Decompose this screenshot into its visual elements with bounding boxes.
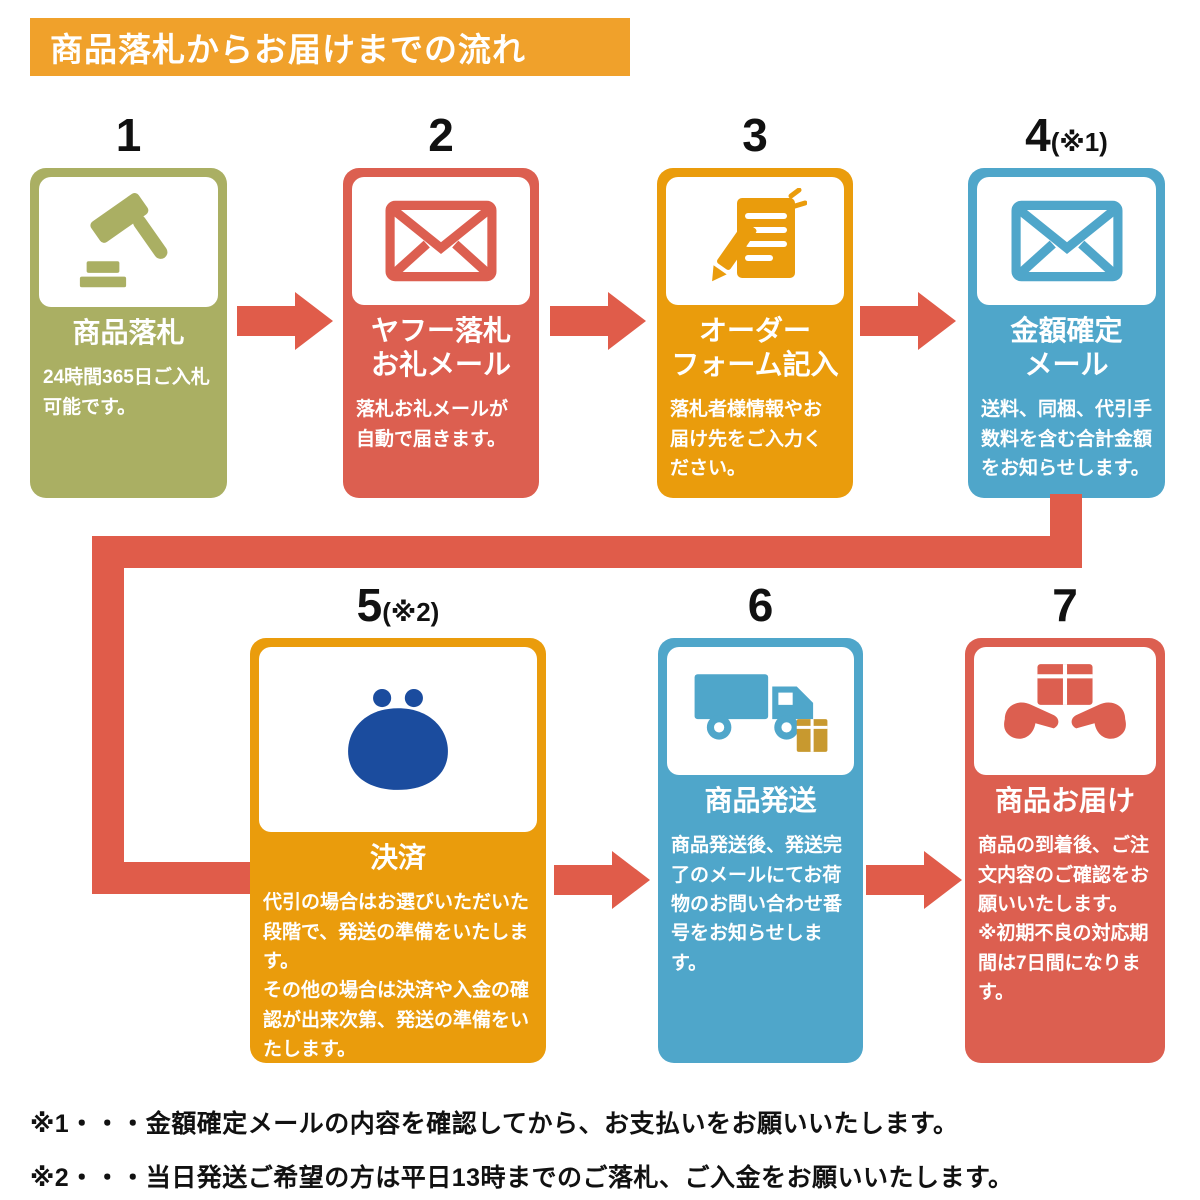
step-7-icon-panel: [974, 647, 1156, 775]
step-7-title: 商品お届け: [994, 785, 1135, 816]
step-5-card: 決済 代引の場合はお選びいただいた段階で、発送の準備をいたします。 その他の場合…: [250, 638, 546, 1063]
right-arrow-icon: [866, 851, 962, 909]
right-arrow-icon: [860, 292, 956, 350]
step-3: 3: [657, 106, 853, 498]
arrow-step5-step6: [554, 851, 650, 914]
step-5-number: 5(※2): [250, 576, 546, 638]
step-4-number-text: 4: [1025, 109, 1051, 161]
step-1-title: 商品落札: [72, 317, 185, 348]
step-4-desc: 送料、同梱、代引手数料を含む合計金額をお知らせします。: [981, 399, 1153, 480]
step-1-card: 商品落札 24時間365日ご入札可能です。: [30, 168, 227, 498]
step-2: 2 ヤフー落札 お礼メール 落札お礼メールが自動で届きます。: [343, 106, 539, 498]
step-7-number: 7: [965, 576, 1165, 638]
connector-left-down: [92, 536, 124, 894]
step-2-icon-panel: [352, 177, 530, 305]
step-5-title: 決済: [369, 842, 426, 873]
step-1-number: 1: [30, 106, 227, 168]
step-5-desc: 代引の場合はお選びいただいた段階で、発送の準備をいたします。 その他の場合は決済…: [263, 892, 530, 1061]
coin-purse-icon: [348, 688, 448, 790]
step-4: 4(※1) 金額確定 メール 送料、同梱、代引手数料を含む合計金額をお知らせしま…: [968, 106, 1165, 498]
order-form-icon: [712, 188, 807, 282]
step-3-title: オーダー フォーム記入: [671, 315, 839, 381]
step-3-card: オーダー フォーム記入 落札者様情報やお届け先をご入力ください。: [657, 168, 853, 498]
step-5-number-text: 5: [356, 579, 383, 631]
step-2-number-text: 2: [428, 109, 454, 161]
step-2-desc: 落札お礼メールが自動で届きます。: [356, 399, 509, 450]
arrow-step3-step4: [860, 292, 956, 355]
connector-across: [92, 536, 1082, 568]
step-3-number: 3: [657, 106, 853, 168]
step-4-number: 4(※1): [968, 106, 1165, 168]
step-1-desc: 24時間365日ご入札可能です。: [43, 367, 210, 418]
step-6-icon-panel: [667, 647, 854, 775]
step-7-card: 商品お届け 商品の到着後、ご注文内容のご確認をお願いいたします。 ※初期不良の対…: [965, 638, 1165, 1063]
delivery-hands-icon: [1004, 664, 1126, 739]
page-title-banner: 商品落札からお届けまでの流れ: [30, 18, 630, 76]
right-arrow-icon: [554, 851, 650, 909]
step-1-icon-panel: [39, 177, 218, 307]
step-6-number-text: 6: [747, 579, 774, 631]
truck-icon: [694, 674, 827, 752]
step-3-icon-panel: [666, 177, 844, 305]
mail-icon: [385, 200, 497, 282]
step-7-desc: 商品の到着後、ご注文内容のご確認をお願いいたします。 ※初期不良の対応期間は7日…: [978, 835, 1150, 1004]
step-5: 5(※2) 決済 代引の場合はお選びいただいた段階で、発送の準備をいたします。 …: [250, 576, 546, 1063]
step-2-number: 2: [343, 106, 539, 168]
step-7: 7 商品お届け 商品の到着後、ご注文内容のご確認をお願いいたします。 ※初: [965, 576, 1165, 1063]
step-6-title: 商品発送: [704, 785, 817, 816]
gavel-icon: [79, 192, 167, 288]
arrow-step6-step7: [866, 851, 962, 914]
arrow-step2-step3: [550, 292, 646, 355]
step-6-number: 6: [658, 576, 863, 638]
step-6-desc: 商品発送後、発送完了のメールにてお荷物のお問い合わせ番号をお知らせします。: [671, 835, 843, 974]
arrow-step1-step2: [237, 292, 333, 355]
step-1: 1 商品落札 24時間365日ご入札可能です。: [30, 106, 227, 498]
step-4-card: 金額確定 メール 送料、同梱、代引手数料を含む合計金額をお知らせします。: [968, 168, 1165, 498]
step-6-card: 商品発送 商品発送後、発送完了のメールにてお荷物のお問い合わせ番号をお知らせしま…: [658, 638, 863, 1063]
step-1-number-text: 1: [115, 109, 142, 161]
right-arrow-icon: [237, 292, 333, 350]
step-6: 6: [658, 576, 863, 1063]
step-5-icon-panel: [259, 647, 537, 832]
step-4-icon-panel: [977, 177, 1156, 305]
step-7-number-text: 7: [1052, 579, 1078, 631]
step-2-card: ヤフー落札 お礼メール 落札お礼メールが自動で届きます。: [343, 168, 539, 498]
step-4-title: 金額確定 メール: [1010, 315, 1123, 381]
footnote-2: ※2・・・当日発送ご希望の方は平日13時までのご落札、ご入金をお願いいたします。: [30, 1164, 1014, 1192]
connector-into-step5: [92, 862, 250, 894]
right-arrow-icon: [550, 292, 646, 350]
mail-icon: [1011, 200, 1122, 282]
footnote-1: ※1・・・金額確定メールの内容を確認してから、お支払いをお願いいたします。: [30, 1110, 959, 1138]
step-3-desc: 落札者様情報やお届け先をご入力ください。: [670, 399, 823, 480]
step-5-number-suffix: (※2): [382, 597, 440, 627]
step-3-number-text: 3: [742, 109, 768, 161]
step-4-number-suffix: (※1): [1050, 127, 1108, 157]
step-2-title: ヤフー落札 お礼メール: [370, 315, 511, 381]
